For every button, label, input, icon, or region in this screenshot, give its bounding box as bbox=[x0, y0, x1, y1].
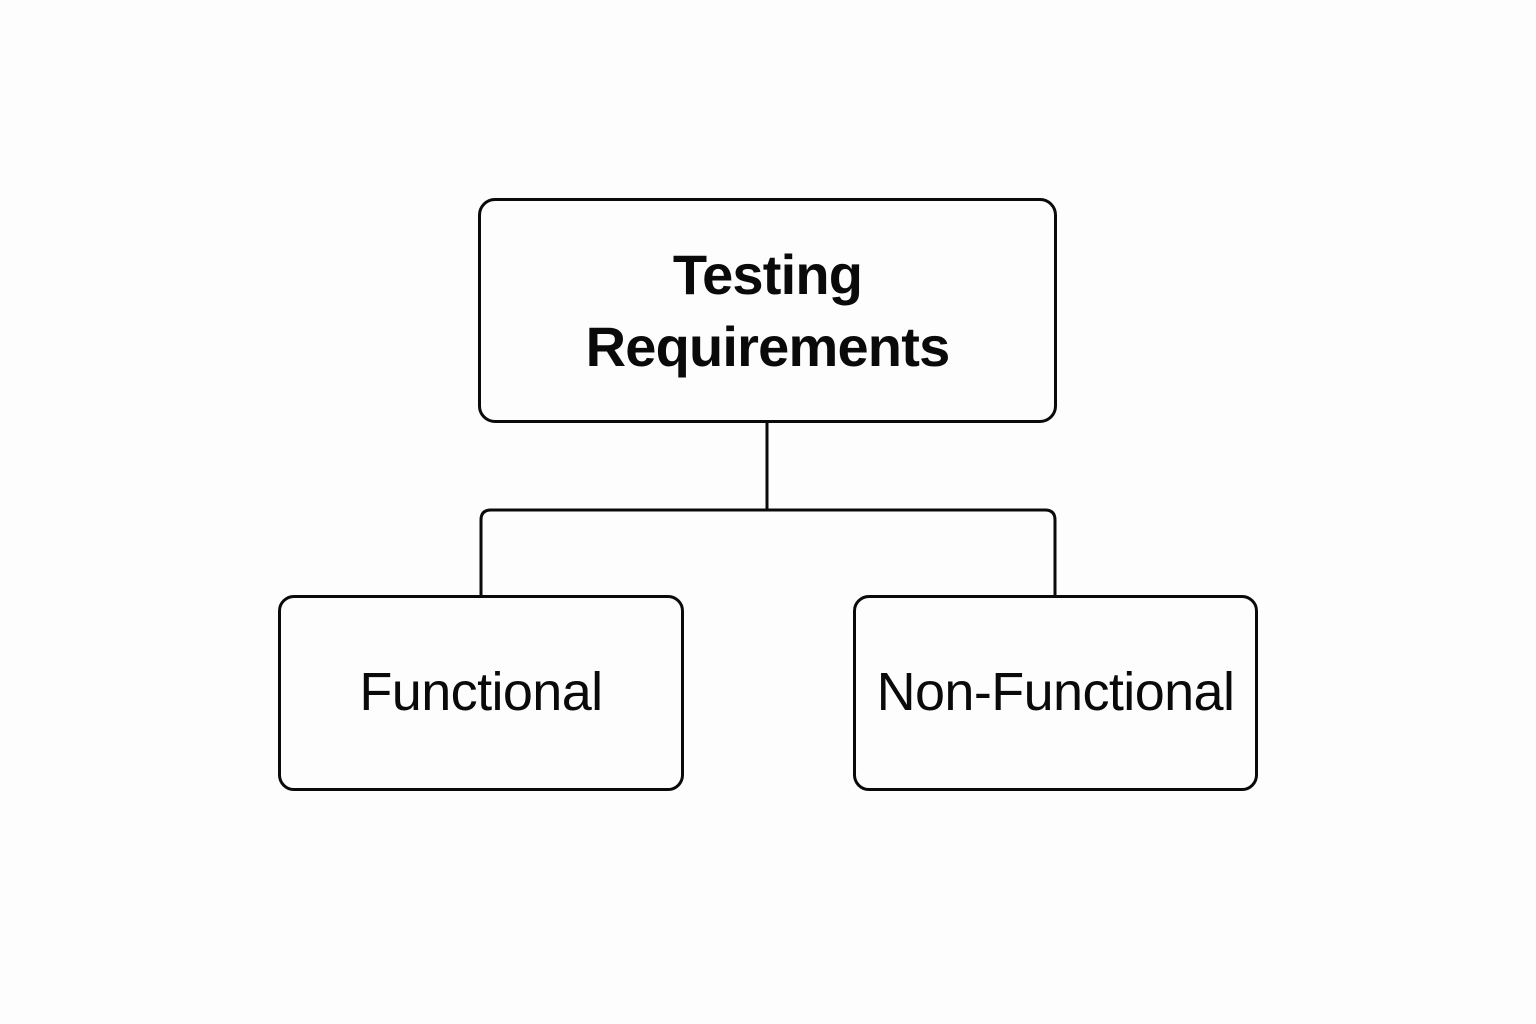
connector-bus-to-non-functional bbox=[767, 508, 1057, 597]
node-label-testing-requirements: Testing Requirements bbox=[585, 242, 951, 378]
node-functional[interactable]: Functional bbox=[278, 595, 684, 791]
node-testing-requirements[interactable]: Testing Requirements bbox=[478, 198, 1057, 423]
node-non-functional[interactable]: Non-Functional bbox=[853, 595, 1258, 791]
node-label-non-functional: Non-Functional bbox=[876, 662, 1235, 723]
node-label-functional: Functional bbox=[359, 662, 603, 723]
connector-bus-to-functional bbox=[479, 508, 767, 597]
